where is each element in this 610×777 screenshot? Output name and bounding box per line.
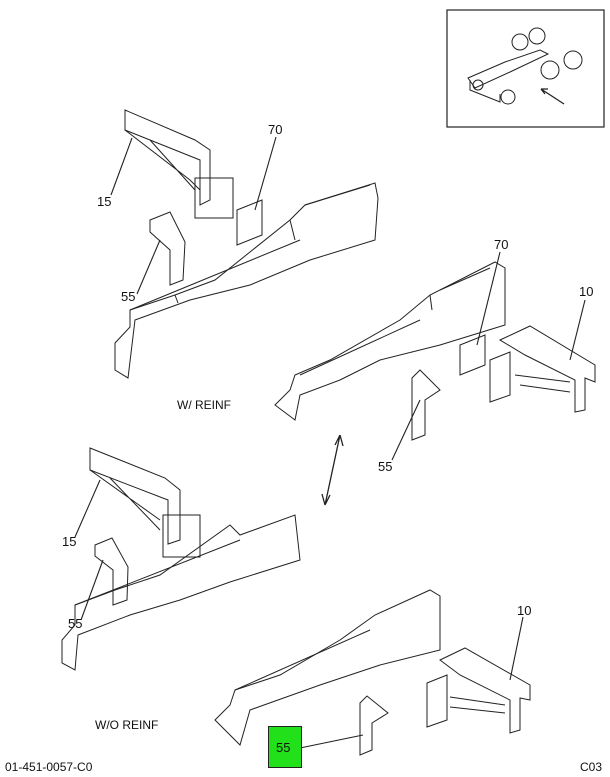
highlighted-callout-box[interactable] [268, 726, 302, 768]
callout-10-upper[interactable]: 10 [579, 284, 594, 299]
upper-right-frame-rail [274, 261, 506, 421]
callout-15-upper[interactable]: 15 [97, 194, 112, 209]
leader-lines [74, 136, 586, 749]
upper-bracket-10 [489, 325, 596, 413]
upper-bracket-55-right [411, 369, 441, 441]
upper-bracket-15 [124, 109, 234, 219]
lower-left-frame-rail [61, 514, 301, 671]
callout-55-upper-right[interactable]: 55 [378, 459, 393, 474]
lower-bracket-55-right [359, 695, 389, 756]
vehicle-locator-inset [446, 9, 605, 128]
callout-10-lower[interactable]: 10 [517, 603, 532, 618]
lower-right-frame-rail [214, 589, 441, 746]
sheet-code: C03 [580, 760, 603, 774]
lower-bracket-15 [89, 447, 201, 558]
callout-55-highlighted[interactable]: 55 [276, 740, 291, 755]
drawing-number: 01-451-0057-C0 [5, 760, 93, 774]
lower-bracket-10 [426, 647, 531, 734]
upper-plate-70-left [236, 199, 263, 246]
upper-plate-70-right [459, 334, 486, 376]
callout-55-lower-left[interactable]: 55 [68, 616, 83, 631]
caption-with-reinforcement: W/ REINF [177, 398, 231, 412]
caption-without-reinforcement: W/O REINF [95, 718, 159, 732]
callout-70-upper-left[interactable]: 70 [268, 122, 283, 137]
view-separator-arrow [321, 434, 344, 506]
callout-55-upper-left[interactable]: 55 [121, 289, 136, 304]
upper-bracket-55-left [149, 211, 186, 286]
upper-left-frame-rail [114, 182, 379, 379]
callout-70-upper-right[interactable]: 70 [494, 237, 509, 252]
lower-bracket-55-left [94, 537, 129, 606]
callout-15-lower[interactable]: 15 [62, 534, 77, 549]
